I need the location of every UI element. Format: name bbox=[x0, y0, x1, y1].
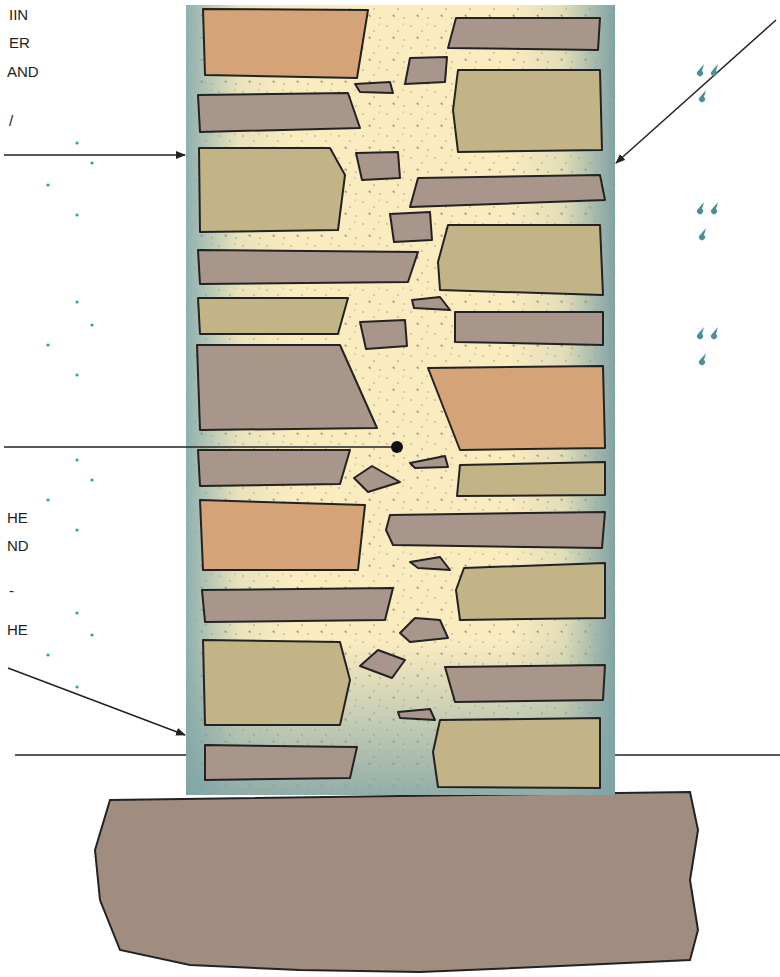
note-label: HE bbox=[6, 509, 29, 526]
raindrop bbox=[699, 228, 706, 240]
raindrop bbox=[699, 353, 706, 365]
raindrop bbox=[697, 327, 704, 339]
raindrop bbox=[697, 64, 704, 76]
raindrop bbox=[711, 327, 718, 339]
note-label: IIN bbox=[8, 6, 29, 23]
note-label: AND bbox=[6, 63, 40, 80]
note-label: - bbox=[8, 582, 15, 599]
note-label: / bbox=[8, 112, 14, 129]
note-label: ND bbox=[6, 537, 30, 554]
raindrop bbox=[711, 64, 718, 76]
note-label: HE bbox=[6, 621, 29, 638]
note-label: ER bbox=[8, 34, 31, 51]
raindrop bbox=[699, 90, 706, 102]
raindrop bbox=[711, 202, 718, 214]
raindrop bbox=[697, 202, 704, 214]
